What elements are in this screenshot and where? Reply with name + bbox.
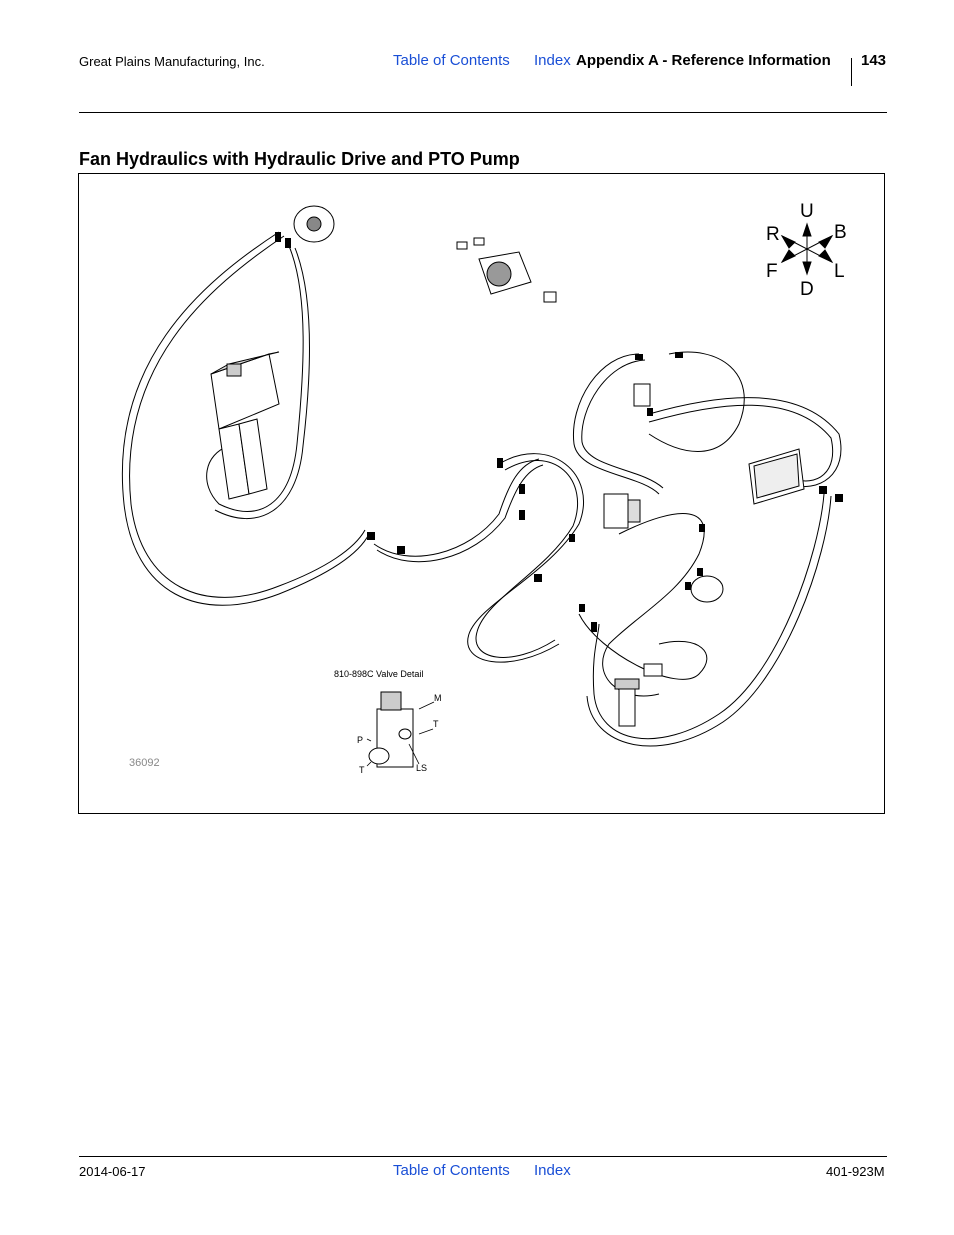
port-label-t-left: T [359, 765, 365, 775]
fan-motor-hub [306, 216, 322, 232]
fittings [275, 232, 843, 632]
header-divider [851, 58, 852, 86]
compass-label-r: R [766, 224, 780, 245]
oil-cooler-face [753, 453, 800, 499]
flow-control-valve [690, 575, 724, 603]
manifold-valve-side [627, 499, 641, 523]
page-number: 143 [861, 52, 887, 69]
port-label-p: P [357, 735, 363, 745]
figure-number: 36092 [129, 757, 160, 769]
hose-lower-mid [578, 613, 708, 680]
manifold-valve [603, 493, 629, 529]
footer-table-of-contents-link[interactable]: Table of Contents [393, 1162, 510, 1179]
company-name: Great Plains Manufacturing, Inc. [79, 54, 265, 69]
footer-rule [79, 1156, 887, 1157]
section-title: Appendix A - Reference Information [576, 52, 831, 69]
return-filter [618, 683, 636, 727]
hose-mid-run-inner [376, 464, 544, 563]
valve-detail-port [368, 747, 390, 765]
hose-right-long [648, 397, 842, 488]
footer-date: 2014-06-17 [79, 1164, 146, 1179]
hydraulic-reservoir [210, 353, 280, 430]
pto-pump-shaft [486, 261, 512, 287]
diagram-drawing: U D R B F L 810-898C Valve Detail M T P … [121, 201, 847, 775]
hose-centre-loop-inner [475, 459, 578, 658]
hose-mid-run [373, 458, 540, 557]
hose-upper-loop-inner [581, 359, 664, 489]
compass-label-d: D [800, 279, 814, 300]
hose-left-loop-inner [129, 235, 366, 598]
reservoir-filter [226, 363, 242, 377]
port-label-t-right: T [433, 719, 439, 729]
compass-label-b: B [834, 222, 847, 243]
pto-pump-fitting-3 [543, 291, 557, 303]
compass-rose: U D R B F L [766, 201, 847, 300]
document-number: 401-923M [826, 1164, 885, 1179]
hose-left-loop [121, 231, 370, 606]
hose-upper-loop [572, 353, 660, 495]
header-rule [79, 112, 887, 113]
hose-upper-right [648, 351, 745, 452]
return-filter-head [614, 678, 640, 690]
compass-label-u: U [800, 201, 814, 222]
compass-label-f: F [766, 261, 778, 282]
hose-tank-loop-inner [214, 247, 311, 519]
compass-label-l: L [834, 261, 845, 282]
reservoir-top [210, 351, 280, 375]
pto-pump-fitting-1 [456, 241, 468, 250]
valve-detail-port-2 [398, 728, 412, 740]
hose-tank-loop [206, 245, 304, 512]
valve-detail-label: 810-898C Valve Detail [334, 669, 423, 679]
hose-far-right-drop [592, 493, 825, 740]
port-label-ls: LS [416, 763, 427, 773]
check-valve [633, 383, 651, 407]
pto-pump-fitting-2 [473, 237, 485, 246]
index-link[interactable]: Index [534, 52, 571, 69]
footer-index-link[interactable]: Index [534, 1162, 571, 1179]
hose-right-long-inner [648, 404, 834, 482]
port-label-m: M [434, 693, 442, 703]
reservoir-bracket-2 [238, 418, 268, 495]
page-title: Fan Hydraulics with Hydraulic Drive and … [79, 149, 520, 169]
hose-far-right-drop-inner [586, 495, 832, 747]
table-of-contents-link[interactable]: Table of Contents [393, 52, 510, 69]
filter-fitting [643, 663, 663, 677]
valve-detail-cap [380, 691, 402, 711]
hydraulic-diagram: U D R B F L 810-898C Valve Detail M T P … [78, 173, 885, 814]
hose-centre-loop [467, 453, 584, 663]
hose-lower-loop [602, 513, 705, 697]
